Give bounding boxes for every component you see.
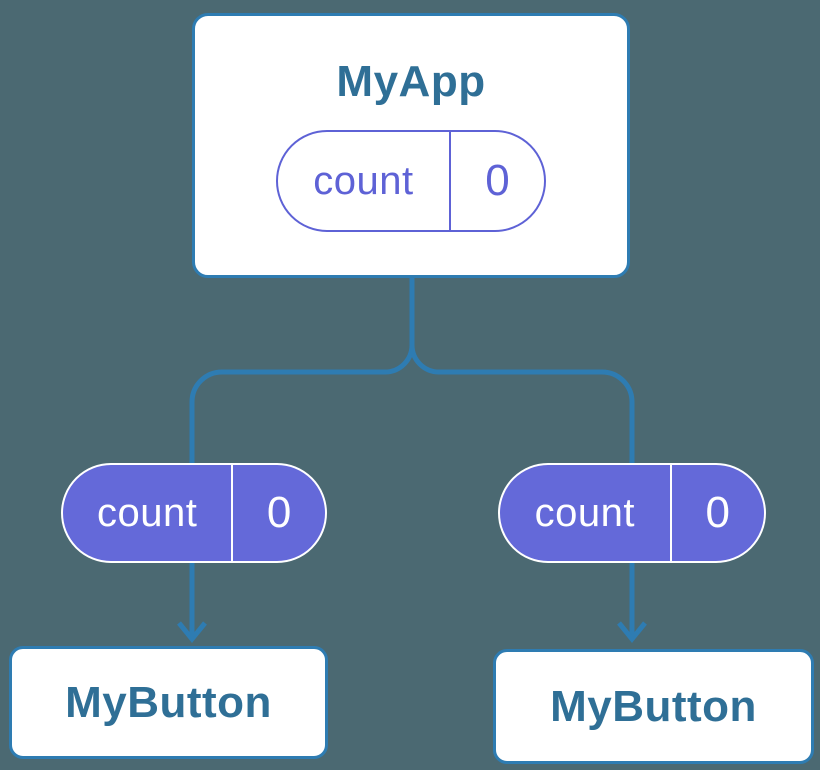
state-label: count <box>278 132 451 230</box>
node-mybutton-left: MyButton <box>9 646 328 759</box>
prop-pill-right: count 0 <box>498 463 766 563</box>
state-pill: count 0 <box>276 130 546 232</box>
prop-value: 0 <box>266 488 292 537</box>
prop-value: 0 <box>705 488 731 537</box>
arrowhead-down-icon <box>617 621 647 643</box>
connector-right <box>409 276 635 636</box>
prop-label: count <box>63 465 234 561</box>
connector-left <box>189 276 415 636</box>
state-value: 0 <box>485 156 510 205</box>
node-mybutton-right: MyButton <box>493 649 814 764</box>
node-myapp: MyApp count 0 <box>192 13 630 278</box>
arrowhead-down-icon <box>177 621 207 643</box>
node-title: MyButton <box>550 681 757 731</box>
node-title: MyButton <box>65 677 272 727</box>
prop-pill-left: count 0 <box>61 463 327 563</box>
prop-label: count <box>500 465 672 561</box>
node-title: MyApp <box>336 57 486 106</box>
